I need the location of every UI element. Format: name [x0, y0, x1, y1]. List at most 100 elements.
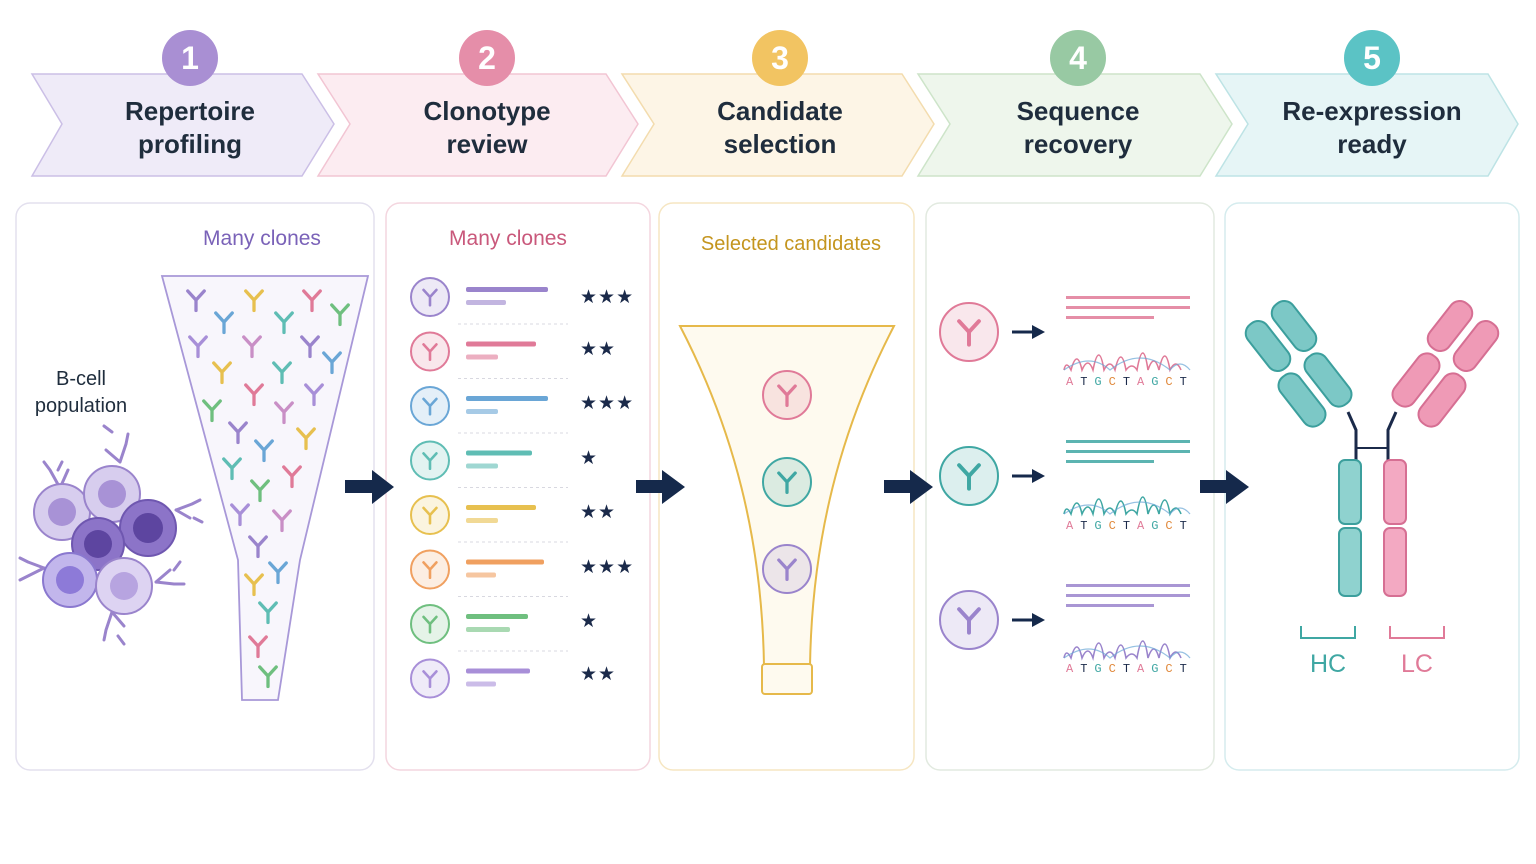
clone-bar-primary: [466, 559, 544, 565]
clone-row: [410, 604, 568, 652]
clone-4-rating: ★: [580, 448, 599, 469]
clone-icon: [250, 479, 270, 503]
recovered-clone-badge: [939, 446, 999, 506]
sequence-line: [1066, 594, 1190, 597]
recovery-arrow-head: [1032, 469, 1045, 483]
clone-icon: [282, 465, 302, 489]
candidate-badge: [762, 457, 812, 507]
clone-icon: [272, 509, 292, 533]
clone-icon: [186, 289, 206, 313]
clone-icon: [274, 311, 294, 335]
step-2-title-line2: review: [446, 129, 528, 159]
funnel-clone-cloud: [186, 289, 350, 689]
step-2-badge: [459, 30, 515, 86]
selection-tube-base: [761, 663, 813, 695]
clone-bar-primary: [466, 396, 548, 401]
clone-bar-primary: [466, 287, 548, 292]
sequence-line: [1066, 584, 1190, 587]
clone-bar-primary: [466, 614, 528, 619]
chromatogram-trace: [1063, 496, 1182, 517]
sequence-line: [1066, 316, 1154, 319]
clone-bar-secondary: [466, 300, 506, 305]
panel-1-title: Many clones: [203, 227, 321, 250]
step-4-title-line1: Sequence: [1016, 96, 1140, 126]
chromatogram-trace: [1063, 352, 1182, 373]
clone-icon: [296, 427, 316, 451]
step-1-number: 1: [181, 40, 199, 76]
clone-badge: [410, 549, 450, 590]
step-5-badge: [1344, 30, 1400, 86]
step-4-chevron: [916, 73, 1233, 177]
step-1-title: Repertoire profiling: [70, 95, 310, 161]
clone-icon: [212, 361, 232, 385]
clone-badge-icon: [422, 452, 438, 471]
clone-badge-icon: [422, 561, 438, 580]
b-cell-population-label: B-cell population: [16, 366, 146, 420]
clone-icon: [228, 421, 248, 445]
step-3-title-line1: Candidate: [717, 96, 843, 126]
clone-7-rating: ★: [580, 611, 599, 632]
sequence-line: [1066, 450, 1190, 453]
recovered-clone-badge-icon: [957, 607, 981, 635]
panel-3-title: Selected candidates: [700, 233, 882, 255]
clone-icon: [244, 383, 264, 407]
candidate-badge-icon: [777, 471, 797, 495]
clone-bar-secondary: [466, 354, 498, 360]
panel-2-title: Many clones: [449, 227, 567, 250]
clone-5-rating: ★★: [580, 502, 617, 523]
clone-badge: [410, 440, 450, 481]
clone-badge: [410, 604, 450, 644]
candidate-badge-icon: [777, 384, 797, 408]
sequence-line: [1066, 460, 1154, 463]
step-2-title-line1: Clonotype: [423, 96, 551, 126]
chromatogram-trace: [1063, 640, 1182, 661]
sequence-row: [939, 296, 1191, 373]
clonotype-list: [410, 277, 568, 699]
clone-8-rating: ★★: [580, 664, 617, 685]
clone-1-rating: ★★★: [580, 287, 635, 308]
recovery-arrow-head: [1032, 613, 1045, 627]
clone-row: [410, 658, 530, 699]
clone-icon: [302, 289, 322, 313]
sequence-line: [1066, 604, 1154, 607]
clone-funnel: [160, 275, 370, 701]
step-4-title-line2: recovery: [1023, 129, 1133, 159]
step-5-title-line1: Re-expression: [1282, 96, 1462, 126]
step-5-chevron: [1214, 73, 1519, 177]
candidate-badge: [762, 370, 812, 420]
b-cell-population-line1: B-cell: [55, 368, 106, 390]
clone-6-rating: ★★★: [580, 557, 635, 578]
clone-icon: [214, 311, 234, 335]
step-1-title-line2: profiling: [138, 129, 242, 159]
clone-icon: [304, 383, 324, 407]
clone-badge-icon: [422, 397, 438, 416]
clone-bar-primary: [466, 668, 530, 674]
step-5-title: Re-expression ready: [1252, 95, 1492, 161]
flow-arrow-3: [884, 470, 933, 504]
clone-bar-secondary: [466, 627, 510, 632]
clone-icon: [322, 351, 342, 375]
recovered-clone-badge-icon: [957, 319, 981, 347]
step-3-title: Candidate selection: [660, 95, 900, 161]
clone-icon: [188, 335, 208, 359]
clone-row: [410, 331, 568, 379]
flow-arrow-2: [636, 470, 685, 504]
step-1-badge: [162, 30, 218, 86]
clone-icon: [230, 503, 250, 527]
clone-badge: [410, 386, 450, 426]
clone-icon: [258, 601, 278, 625]
clone-icon: [202, 399, 222, 423]
clone-icon: [272, 361, 292, 385]
clone-icon: [300, 335, 320, 359]
step-3-title-line2: selection: [723, 129, 837, 159]
flow-arrows: [345, 470, 1249, 504]
sequence-line: [1066, 440, 1190, 443]
sequence-line: [1066, 306, 1190, 309]
clone-row: [410, 440, 568, 488]
step-4-title: Sequence recovery: [958, 95, 1198, 161]
step-1-title-line1: Repertoire: [124, 96, 256, 126]
step-banners: [30, 73, 1519, 177]
clone-badge: [410, 277, 450, 317]
step-5-number: 5: [1363, 40, 1381, 76]
